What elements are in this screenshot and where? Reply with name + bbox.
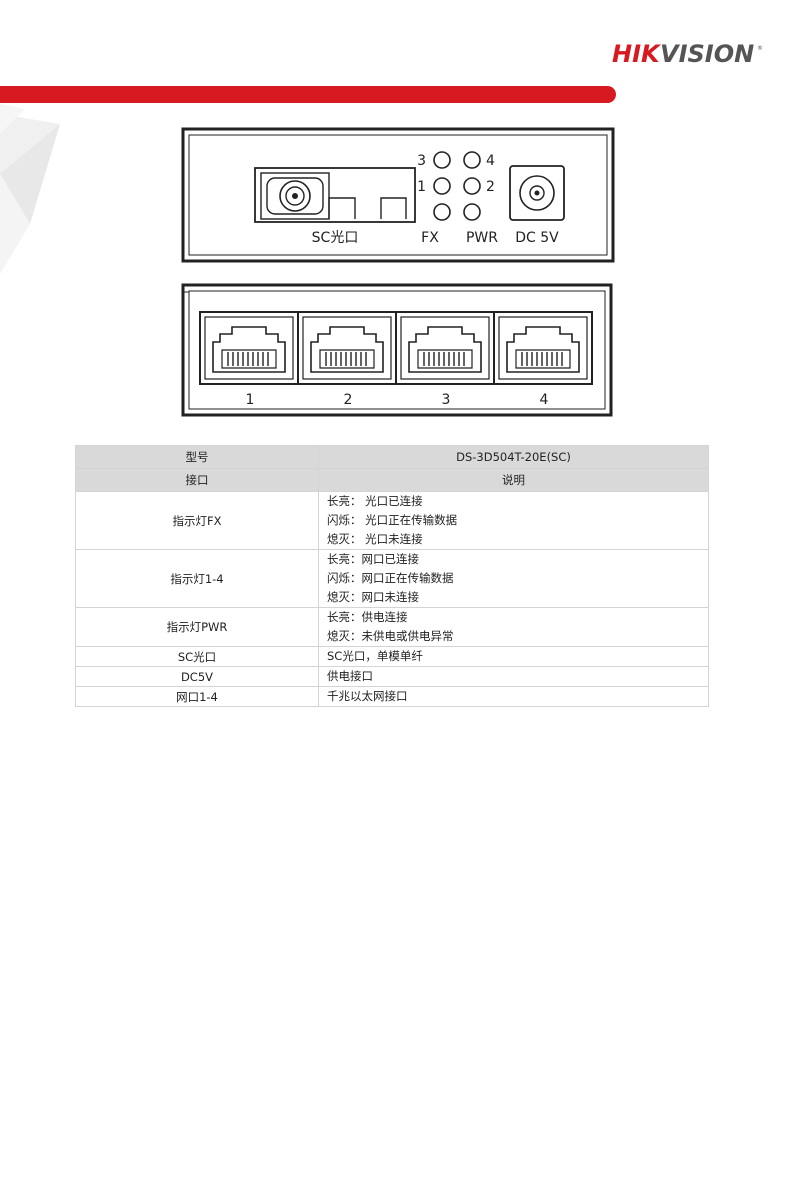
table-row: 指示灯FX 长亮： 光口已连接 闪烁： 光口正在传输数据 熄灭： 光口未连接 [75,491,709,550]
sc-port-label: SC光口 [312,230,359,246]
pwr-label: PWR [466,230,498,246]
row-line: 长亮：网口已连接 [327,552,419,566]
col-header-description: 说明 [318,468,709,492]
led-label-3: 3 [417,153,426,169]
row-line: 熄灭：未供电或供电异常 [327,629,454,643]
header-row: 接口 说明 [75,468,709,492]
led-label-2: 2 [486,179,495,195]
ethernet-port-icon [199,311,299,385]
row-line: 闪烁： 光口正在传输数据 [327,513,458,527]
front-panel-diagram: SC光口 3 4 1 2 FX PWR DC 5V [181,127,615,263]
led-pwr-icon [463,203,481,221]
dc-label: DC 5V [515,230,559,246]
row-line: SC光口，单模单纤 [327,649,423,663]
sc-port-icon [254,167,416,223]
header-accent-bar [0,86,616,103]
table-row: SC光口 SC光口，单模单纤 [75,646,709,667]
row-line: 长亮：供电连接 [327,610,408,624]
model-row: 型号 DS-3D504T-20E(SC) [75,445,709,469]
led-label-4: 4 [486,153,495,169]
led-1-icon [433,177,451,195]
col-header-interface: 接口 [75,468,319,492]
dc-jack-icon [509,165,565,221]
led-fx-icon [433,203,451,221]
svg-text:®: ® [757,45,763,52]
back-panel-diagram: 1 2 3 4 [181,283,613,417]
led-4-icon [463,151,481,169]
model-label: 型号 [75,445,319,469]
led-2-icon [463,177,481,195]
fx-label: FX [421,230,439,246]
svg-text:HIK: HIK [612,40,662,68]
row-name: DC5V [75,666,319,687]
row-name: 指示灯PWR [75,607,319,647]
port-label-2: 2 [344,392,353,408]
port-label-3: 3 [442,392,451,408]
port-label-4: 4 [540,392,549,408]
spec-table: 型号 DS-3D504T-20E(SC) 接口 说明 指示灯FX 长亮： 光口已… [75,445,709,707]
decorative-watermark [0,104,60,274]
table-row: DC5V 供电接口 [75,666,709,687]
led-label-1: 1 [417,179,426,195]
row-name: 网口1-4 [75,686,319,707]
row-line: 千兆以太网接口 [327,689,408,703]
port-label-1: 1 [246,392,255,408]
table-row: 指示灯PWR 长亮：供电连接 熄灭：未供电或供电异常 [75,607,709,647]
hikvision-logo: HIK VISION ® [612,40,763,68]
svg-text:VISION: VISION [660,40,754,68]
model-value: DS-3D504T-20E(SC) [318,445,709,469]
row-name: 指示灯1-4 [75,549,319,608]
row-line: 长亮： 光口已连接 [327,494,423,508]
table-row: 网口1-4 千兆以太网接口 [75,686,709,707]
row-line: 熄灭： 光口未连接 [327,532,423,546]
row-line: 闪烁：网口正在传输数据 [327,571,454,585]
row-name: 指示灯FX [75,491,319,550]
row-name: SC光口 [75,646,319,667]
row-line: 供电接口 [327,669,373,683]
row-line: 熄灭：网口未连接 [327,590,419,604]
table-row: 指示灯1-4 长亮：网口已连接 闪烁：网口正在传输数据 熄灭：网口未连接 [75,549,709,608]
led-3-icon [433,151,451,169]
